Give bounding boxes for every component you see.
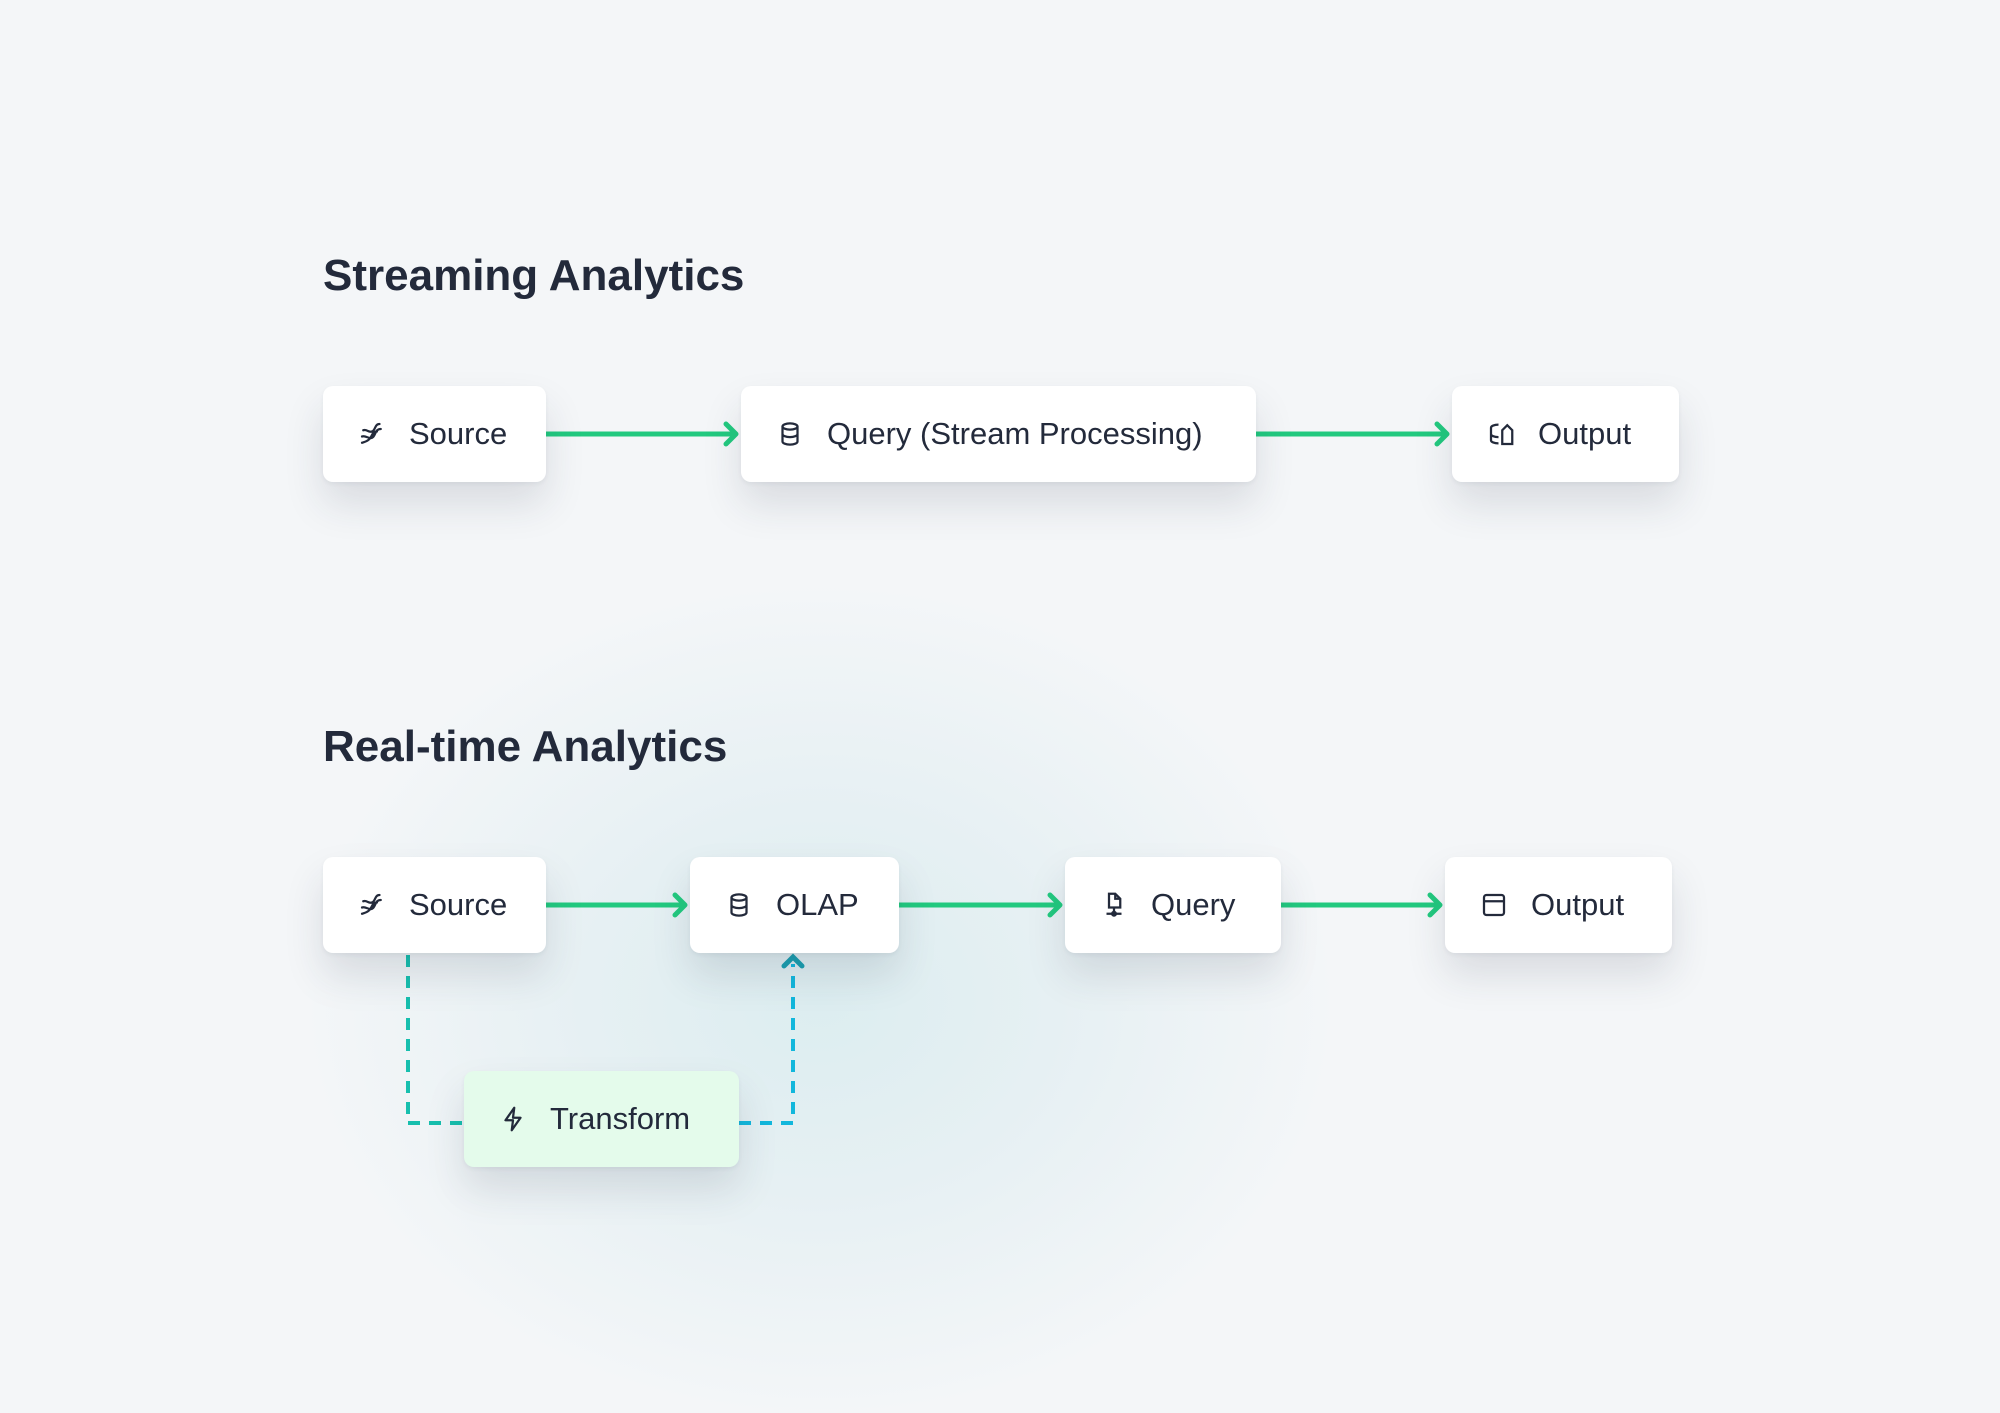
node-label: Output — [1531, 887, 1625, 922]
streaming-source-node[interactable]: Source — [323, 386, 546, 482]
arrow-source-to-query — [543, 421, 739, 447]
arrow-query-to-output — [1278, 892, 1443, 918]
node-label: Source — [409, 887, 508, 922]
streaming-output-node[interactable]: Output — [1452, 386, 1679, 482]
arrow-query-to-output — [1253, 421, 1450, 447]
transform-node[interactable]: Transform — [464, 1071, 739, 1167]
arrow-source-to-olap — [543, 892, 688, 918]
dashed-transform-to-olap — [739, 964, 795, 1125]
database-export-icon — [1486, 419, 1516, 449]
node-label: Source — [409, 416, 508, 451]
stream-icon — [357, 419, 387, 449]
node-label: OLAP — [776, 887, 859, 922]
database-icon — [775, 419, 805, 449]
streaming-query-node[interactable]: Query (Stream Processing) — [741, 386, 1256, 482]
node-label: Query — [1151, 887, 1236, 922]
streaming-title: Streaming Analytics — [323, 251, 745, 300]
dashed-source-to-transform — [406, 955, 464, 1125]
realtime-title: Real-time Analytics — [323, 722, 728, 771]
node-label: Query (Stream Processing) — [827, 416, 1203, 451]
realtime-olap-node[interactable]: OLAP — [690, 857, 899, 953]
dashed-arrowhead — [781, 953, 805, 969]
database-icon — [724, 890, 754, 920]
stream-icon — [357, 890, 387, 920]
realtime-source-node[interactable]: Source — [323, 857, 546, 953]
node-label: Transform — [550, 1101, 691, 1136]
node-label: Output — [1538, 416, 1632, 451]
realtime-output-node[interactable]: Output — [1445, 857, 1672, 953]
browser-window-icon — [1479, 890, 1509, 920]
file-network-icon — [1099, 890, 1129, 920]
arrow-olap-to-query — [896, 892, 1063, 918]
lightning-icon — [498, 1104, 528, 1134]
realtime-query-node[interactable]: Query — [1065, 857, 1281, 953]
